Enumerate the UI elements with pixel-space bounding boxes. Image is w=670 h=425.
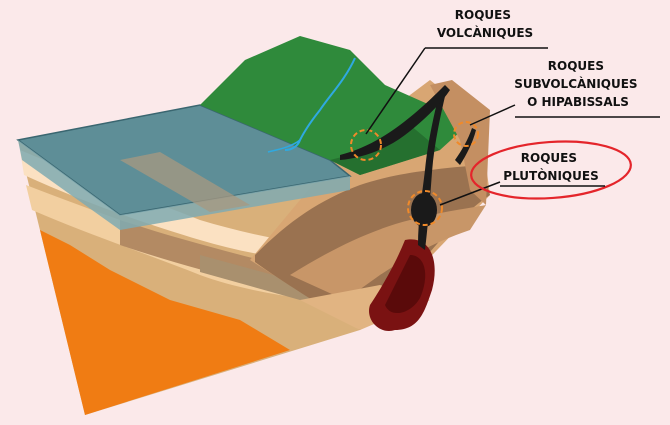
- volcanic-label-line2: VOLCÀNIQUES: [437, 25, 533, 40]
- plutonic-label-line1: ROQUES: [521, 151, 577, 165]
- volcanic-label-line1: ROQUES: [455, 8, 511, 22]
- plutonic-label-line2: PLUTÒNIQUES: [503, 168, 598, 183]
- subvolcanic-label-line3: O HIPABISSALS: [527, 95, 629, 109]
- volcanic-label: ROQUES VOLCÀNIQUES: [437, 8, 533, 40]
- subvolcanic-label-line1: ROQUES: [548, 59, 604, 73]
- subvolcanic-label-line2: SUBVOLCÀNIQUES: [514, 76, 637, 91]
- plutonic-label: ROQUES PLUTÒNIQUES: [503, 151, 598, 183]
- subvolcanic-label: ROQUES SUBVOLCÀNIQUES O HIPABISSALS: [514, 59, 642, 109]
